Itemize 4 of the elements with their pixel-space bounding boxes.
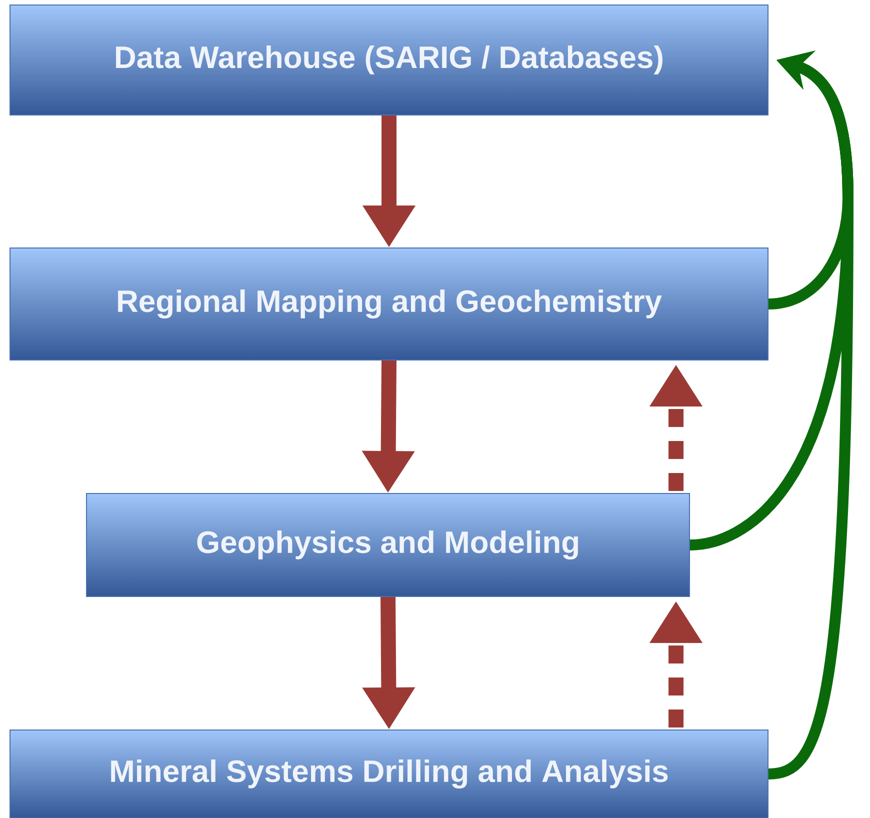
- process-box: Regional Mapping and Geochemistry: [10, 247, 768, 360]
- process-box: Geophysics and Modeling: [86, 492, 690, 597]
- process-box: Mineral Systems Drilling and Analysis: [10, 729, 768, 818]
- process-box: Data Warehouse (SARIG / Databases): [10, 4, 768, 116]
